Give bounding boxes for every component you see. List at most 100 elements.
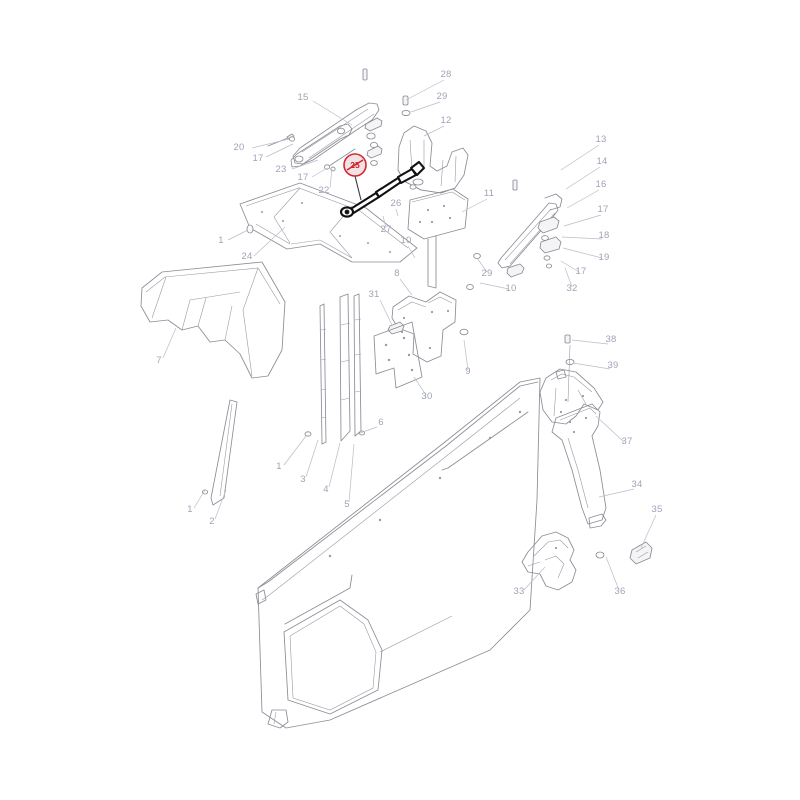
callout-leader-11 (461, 198, 488, 213)
part-group-clip-35 (629, 541, 653, 565)
callout-label-14[interactable]: 14 (597, 156, 608, 167)
callout-label-17[interactable]: 17 (253, 153, 264, 164)
callout-leader-12 (423, 125, 445, 137)
callout-leader-19 (562, 247, 603, 259)
callout-label-1[interactable]: 1 (187, 504, 192, 515)
callout-label-9[interactable]: 9 (465, 366, 470, 377)
part-group-plate-11 (407, 188, 481, 291)
callout-leader-26 (395, 208, 399, 217)
callout-leader-lines (162, 79, 657, 591)
callout-leader-4 (328, 442, 341, 488)
callout-leader-36 (605, 556, 620, 591)
part-group-base-plate-24 (239, 182, 418, 263)
callout-label-34[interactable]: 34 (632, 479, 643, 490)
part-group-gas-strut-25-highlighted (339, 160, 426, 218)
callout-leader-1 (227, 229, 249, 241)
callout-leader-6 (359, 426, 378, 434)
part-group-vertical-strips (304, 293, 366, 445)
callout-leader-29 (476, 257, 488, 273)
callout-leader-38 (571, 339, 609, 345)
callout-label-3[interactable]: 3 (300, 474, 305, 485)
callout-leader-10 (479, 282, 510, 290)
callout-label-17[interactable]: 17 (298, 172, 309, 183)
callout-leader-17 (311, 167, 328, 178)
callout-label-38[interactable]: 38 (606, 334, 617, 345)
callout-label-10[interactable]: 10 (401, 235, 412, 246)
callout-label-29[interactable]: 29 (482, 268, 493, 279)
callout-label-1[interactable]: 1 (276, 461, 281, 472)
callout-label-30[interactable]: 30 (422, 391, 433, 402)
callout-label-24[interactable]: 24 (242, 251, 253, 262)
callout-leader-22 (329, 168, 333, 189)
callout-label-28[interactable]: 28 (441, 69, 452, 80)
callout-label-19[interactable]: 19 (599, 252, 610, 263)
callout-label-18[interactable]: 18 (599, 230, 610, 241)
callout-leader-9 (463, 339, 469, 371)
callout-label-20[interactable]: 20 (234, 142, 245, 153)
callout-label-2[interactable]: 2 (209, 516, 214, 527)
callout-label-36[interactable]: 36 (615, 586, 626, 597)
callout-leader-1 (193, 489, 206, 509)
callout-label-22[interactable]: 22 (319, 185, 330, 196)
callout-label-10[interactable]: 10 (506, 283, 517, 294)
highlight-leader-line (354, 175, 362, 201)
callout-label-26[interactable]: 26 (391, 198, 402, 209)
part-group-hinge-bracket-12 (397, 125, 469, 194)
callout-leader-28 (405, 79, 445, 101)
callout-leader-30 (413, 376, 427, 396)
callout-leader-2 (214, 489, 227, 520)
callout-label-1[interactable]: 1 (218, 235, 223, 246)
callout-label-32[interactable]: 32 (567, 283, 578, 294)
callout-label-11[interactable]: 11 (484, 188, 494, 199)
callout-label-27[interactable]: 27 (381, 224, 392, 235)
callout-label-4[interactable]: 4 (323, 484, 328, 495)
callout-label-39[interactable]: 39 (608, 360, 619, 371)
callout-leader-37 (595, 415, 625, 443)
part-group-trim-7 (140, 261, 286, 379)
callout-label-16[interactable]: 16 (596, 179, 607, 190)
callout-leader-39 (572, 362, 611, 370)
callout-leader-35 (640, 514, 657, 549)
part-group-right-rail-16 (497, 179, 563, 278)
highlight-badge-strikethrough (346, 159, 364, 171)
callout-leader-1 (283, 435, 307, 466)
callout-leader-20 (251, 138, 290, 149)
callout-label-12[interactable]: 12 (441, 115, 452, 126)
callout-labels: 1520172317222829121314161718191732112627… (156, 69, 662, 597)
callout-leader-8 (399, 278, 413, 296)
highlight-badge-25[interactable]: 25 (343, 153, 367, 201)
callout-leader-33 (523, 566, 546, 591)
callout-label-17[interactable]: 17 (598, 204, 609, 215)
callout-label-17[interactable]: 17 (576, 266, 587, 277)
callout-leader-5 (348, 443, 355, 503)
callout-label-8[interactable]: 8 (394, 268, 399, 279)
callout-label-6[interactable]: 6 (378, 417, 383, 428)
callout-leader-29 (410, 101, 441, 113)
callout-leader-15 (312, 100, 353, 126)
callout-label-37[interactable]: 37 (622, 436, 633, 447)
callout-label-35[interactable]: 35 (652, 504, 663, 515)
callout-label-23[interactable]: 23 (276, 164, 287, 175)
callout-leader-16 (566, 189, 600, 209)
callout-label-31[interactable]: 31 (369, 289, 380, 300)
callout-leader-24 (253, 226, 286, 257)
callout-leader-27 (382, 215, 387, 229)
callout-leader-14 (565, 166, 601, 190)
callout-label-13[interactable]: 13 (596, 134, 607, 145)
callout-leader-34 (598, 488, 635, 498)
callout-leader-17 (563, 214, 602, 227)
callout-leader-23 (291, 159, 319, 170)
callout-label-15[interactable]: 15 (298, 92, 309, 103)
callout-label-29[interactable]: 29 (437, 91, 448, 102)
part-group-arm-34 (551, 403, 607, 529)
callout-leader-17 (265, 143, 294, 158)
callout-leader-10 (407, 245, 416, 259)
part-group-hook-33 (521, 531, 605, 591)
callout-label-5[interactable]: 5 (344, 499, 349, 510)
part-group-top-pins (362, 68, 411, 166)
part-group-seal-2 (201, 399, 238, 506)
callout-label-7[interactable]: 7 (156, 355, 161, 366)
callout-label-33[interactable]: 33 (514, 586, 525, 597)
